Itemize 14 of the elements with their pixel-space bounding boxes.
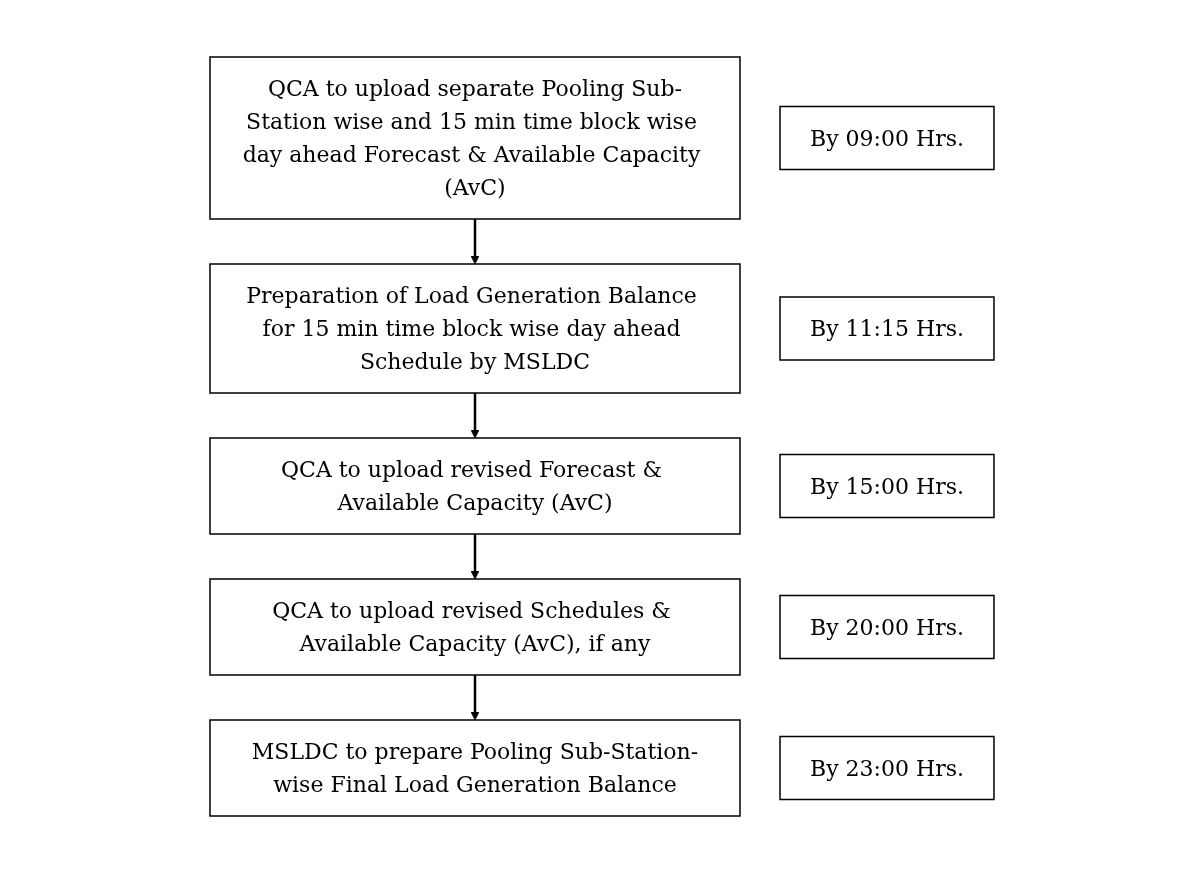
node-box: By 23:00 Hrs. xyxy=(778,735,995,800)
node-box: Preparation of Load Generation Balance for 15 min time block wise day ahead Schedule by MSLDC xyxy=(208,262,741,394)
node-box: By 11:15 Hrs. xyxy=(778,295,995,361)
node-box: QCA to upload revised Forecast & Available Capacity (AvC) xyxy=(208,436,741,535)
arrow xyxy=(470,674,479,720)
node-box: QCA to upload revised Schedules & Available Capacity (AvC), if any xyxy=(208,577,741,676)
node-box: By 09:00 Hrs. xyxy=(778,105,995,170)
node-box: By 15:00 Hrs. xyxy=(778,453,995,518)
arrow xyxy=(470,533,479,579)
arrow xyxy=(470,218,479,264)
node-box: QCA to upload separate Pooling Sub-Station wise and 15 min time block wise day ahead Forecast & Available Capacity (AvC) xyxy=(208,55,741,220)
node-box: By 20:00 Hrs. xyxy=(778,594,995,659)
node-box: MSLDC to prepare Pooling Sub-Station-wise Final Load Generation Balance xyxy=(208,718,741,817)
arrow xyxy=(470,392,479,438)
